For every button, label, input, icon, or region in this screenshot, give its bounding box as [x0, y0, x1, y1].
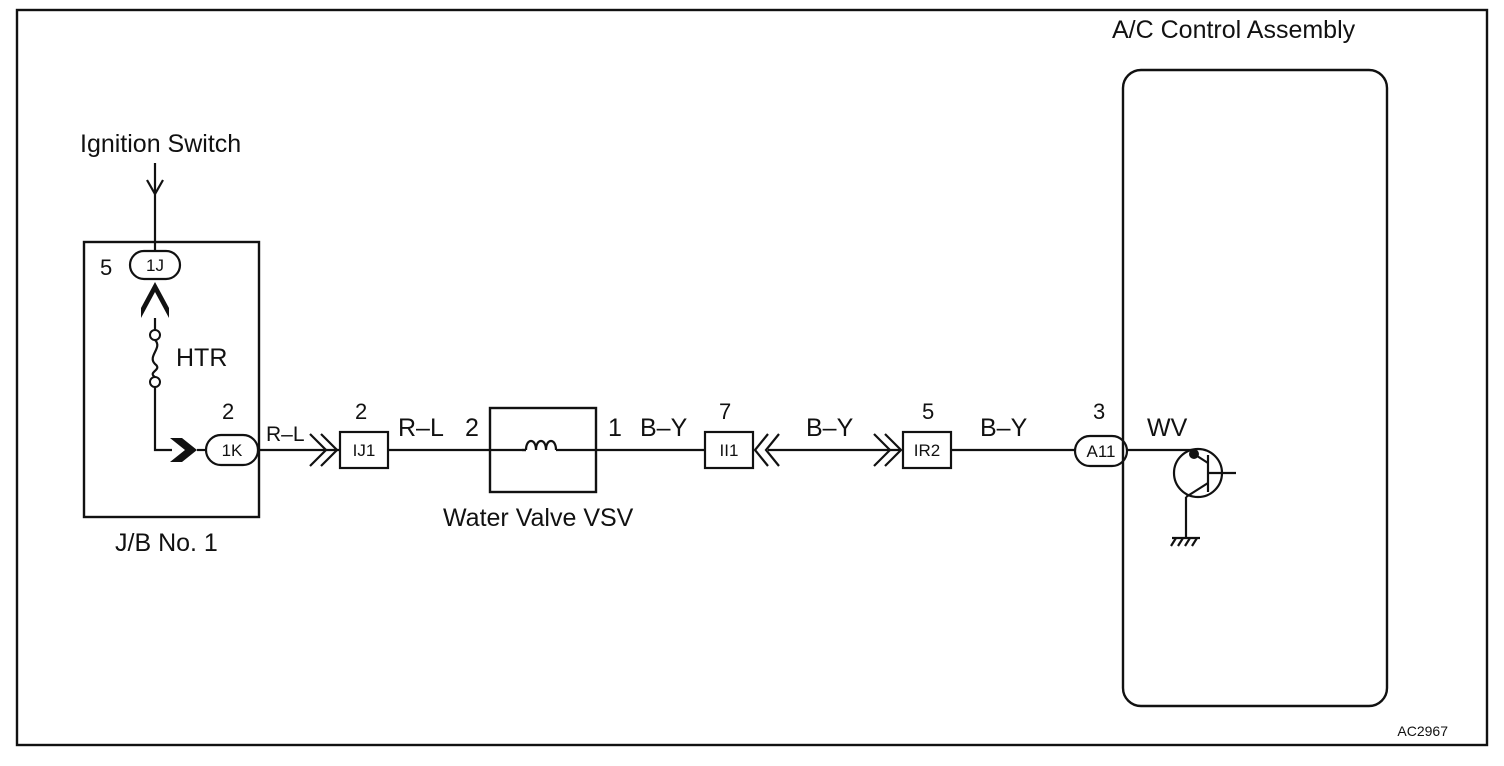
chevron-up-icon [141, 282, 169, 318]
plug-chevron-icon [873, 433, 892, 467]
connector-ir2-pin: 5 [922, 399, 934, 424]
ignition-switch-label: Ignition Switch [80, 130, 241, 158]
chevron-right-icon [170, 438, 197, 462]
diagram-id: AC2967 [1397, 723, 1448, 739]
diagram-frame [15, 8, 1489, 747]
ac-control-assembly [1121, 68, 1389, 708]
vsv-pin-out: 1 [608, 414, 622, 442]
transistor-icon [1172, 447, 1236, 538]
connector-1k-pin: 2 [222, 399, 234, 424]
water-valve-label: Water Valve VSV [443, 504, 634, 532]
connector-ii1 [703, 430, 755, 470]
junction-block [82, 240, 261, 519]
arrow-down-icon [146, 179, 164, 197]
ac-control-label: A/C Control Assembly [1112, 16, 1356, 44]
plug-chevron-icon [309, 433, 328, 467]
wire-5-color: B–Y [980, 414, 1028, 442]
plug-chevron-icon [753, 433, 769, 467]
wire-4-color: B–Y [806, 414, 854, 442]
wire-3-color: B–Y [640, 414, 688, 442]
fuse-htr-icon [151, 339, 159, 378]
connector-1j-pin: 5 [100, 255, 112, 280]
connector-ij1-code: IJ1 [353, 441, 376, 460]
fuse-terminal-top [149, 329, 161, 341]
vsv-pin-in: 2 [465, 414, 479, 442]
plug-chevron-icon [764, 433, 780, 467]
connector-1j-code: 1J [146, 256, 164, 275]
connector-1k-code: 1K [222, 441, 243, 460]
fuse-label: HTR [176, 344, 227, 372]
connector-ii1-pin: 7 [719, 399, 731, 424]
transistor-label: WV [1147, 414, 1188, 442]
connector-1j [128, 249, 182, 281]
fuse-terminal-bottom [149, 376, 161, 388]
connector-ij1-pin: 2 [355, 399, 367, 424]
connector-ii1-code: II1 [720, 441, 739, 460]
plug-chevron-icon [884, 433, 903, 467]
fuse-wire-bottom [153, 387, 172, 452]
connector-a11-code: A11 [1087, 442, 1116, 461]
ground-icon [1170, 536, 1200, 547]
wire-1-color: R–L [266, 423, 305, 446]
connector-a11-pin: 3 [1093, 399, 1105, 424]
plug-chevron-icon [320, 433, 339, 467]
coil-icon [522, 439, 560, 452]
wire-2-color: R–L [398, 414, 444, 442]
connector-ir2-code: IR2 [914, 441, 940, 460]
junction-block-label: J/B No. 1 [115, 529, 218, 557]
